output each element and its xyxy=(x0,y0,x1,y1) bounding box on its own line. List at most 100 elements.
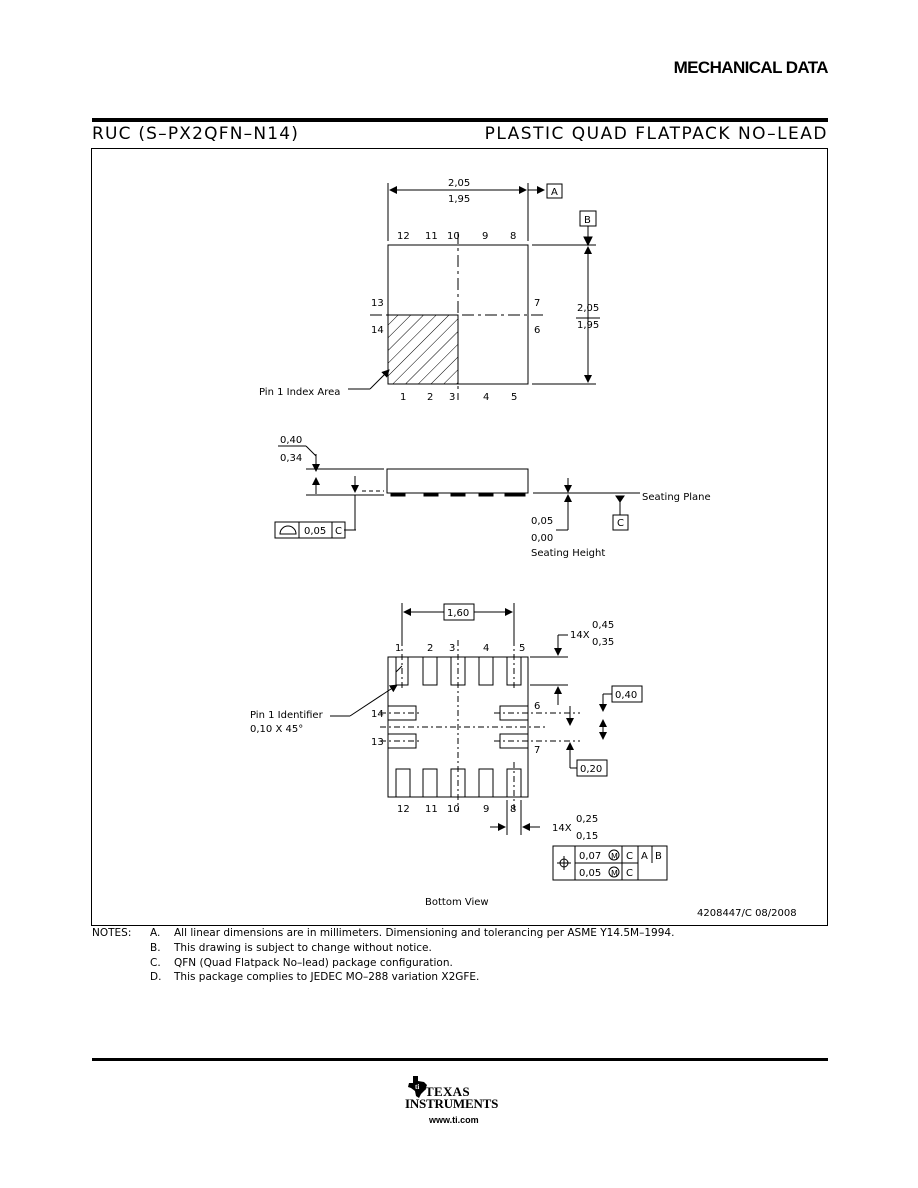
package-name: PLASTIC QUAD FLATPACK NO–LEAD xyxy=(484,124,828,144)
flatness-value: 0,05 xyxy=(304,526,326,537)
side-view-labels: 0,40 0,34 0,05 C 0,05 0,00 Seating Heigh… xyxy=(280,435,711,559)
fcf-modifier: M xyxy=(611,852,618,861)
side-view-body xyxy=(386,468,529,494)
note-text: QFN (Quad Flatpack No–lead) package conf… xyxy=(174,956,453,969)
notes: NOTES: A. All linear dimensions are in m… xyxy=(92,926,832,985)
ti-logo: ti TEXAS INSTRUMENTS www.ti.com xyxy=(405,1075,525,1129)
top-view xyxy=(348,183,600,400)
top-pin-label: 11 xyxy=(425,231,438,242)
note-text: This drawing is subject to change withou… xyxy=(174,941,432,954)
top-pin-label: 14 xyxy=(371,325,384,336)
bottom-pin-label: 11 xyxy=(425,804,438,815)
top-pin-label: 5 xyxy=(511,392,517,403)
datum-a-box xyxy=(546,183,563,199)
note-letter: A. xyxy=(150,927,161,939)
top-height-max: 2,05 xyxy=(577,303,599,314)
bottom-view-caption: Bottom View xyxy=(425,897,489,908)
datum-b-label: B xyxy=(584,215,591,226)
pin1-identifier-label: Pin 1 Identifier xyxy=(250,710,324,721)
bottom-pin-label: 13 xyxy=(371,737,384,748)
note-letter: B. xyxy=(150,941,161,954)
fcf-value: 0,07 xyxy=(579,851,601,862)
note-row: C. QFN (Quad Flatpack No–lead) package c… xyxy=(92,956,832,971)
flatness-datum: C xyxy=(335,526,342,537)
datum-c-box xyxy=(612,514,629,531)
top-width-min: 1,95 xyxy=(448,194,470,205)
bottom-pin-label: 5 xyxy=(519,643,525,654)
top-pin-label: 12 xyxy=(397,231,410,242)
datum-c-label: C xyxy=(617,518,624,529)
note-text: This package complies to JEDEC MO–288 va… xyxy=(174,971,480,984)
seating-height-label: Seating Height xyxy=(531,548,605,559)
top-pin-label: 7 xyxy=(534,298,540,309)
note-row: NOTES: A. All linear dimensions are in m… xyxy=(92,926,832,941)
pin1-identifier-size: 0,10 X 45° xyxy=(250,724,303,735)
bottom-pin-label: 1 xyxy=(395,643,401,654)
pad xyxy=(478,656,494,686)
ti-website-link[interactable]: www.ti.com xyxy=(429,1115,479,1125)
note-row: D. This package complies to JEDEC MO–288… xyxy=(92,970,832,985)
logo-instruments: INSTRUMENTS xyxy=(405,1096,499,1111)
note-text: All linear dimensions are in millimeters… xyxy=(174,927,675,939)
bottom-pin-label: 4 xyxy=(483,643,489,654)
pad xyxy=(506,768,522,798)
bottom-view-labels: 1,60 1 2 3 4 5 12 11 10 9 8 14 13 6 7 14… xyxy=(250,608,797,919)
top-rule xyxy=(92,118,828,122)
texas-state-icon: ti xyxy=(408,1076,427,1098)
bottom-pin-label: 2 xyxy=(427,643,433,654)
pad-length-min: 0,35 xyxy=(592,637,614,648)
pad-length-qty: 14X xyxy=(570,630,590,641)
seating-plane-label: Seating Plane xyxy=(642,492,711,503)
bottom-view xyxy=(330,603,668,881)
side-pitch-value: 0,20 xyxy=(580,764,602,775)
note-letter: D. xyxy=(150,971,162,984)
pitch-box xyxy=(611,685,643,703)
top-pin-label: 3 xyxy=(449,392,455,403)
bottom-pin-label: 6 xyxy=(534,701,540,712)
top-pin-label: 13 xyxy=(371,298,384,309)
top-pin-label: 10 xyxy=(447,231,460,242)
logo-texas: TEXAS xyxy=(425,1084,470,1099)
pad-width-max: 0,25 xyxy=(576,814,598,825)
top-width-max: 2,05 xyxy=(448,178,470,189)
pad xyxy=(422,768,438,798)
pad xyxy=(387,733,417,749)
drawing-reference: 4208447/C 08/2008 xyxy=(697,908,797,919)
pad-width-min: 0,15 xyxy=(576,831,598,842)
top-pin-label: 2 xyxy=(427,392,433,403)
top-pin-label: 4 xyxy=(483,392,489,403)
seat-min: 0,00 xyxy=(531,533,553,544)
pitch-span-box xyxy=(443,603,475,621)
pad xyxy=(478,768,494,798)
svg-text:ti: ti xyxy=(415,1083,419,1091)
fcf-value: 0,05 xyxy=(579,868,601,879)
note-letter: C. xyxy=(150,956,161,969)
position-tolerance-frame xyxy=(552,845,668,881)
flatness-frame xyxy=(274,521,346,539)
datum-a-label: A xyxy=(551,187,558,198)
bottom-pin-label: 10 xyxy=(447,804,460,815)
side-thick-min: 0,34 xyxy=(280,453,302,464)
bottom-pin-label: 8 xyxy=(510,804,516,815)
top-pin-label: 8 xyxy=(510,231,516,242)
side-view xyxy=(274,445,640,539)
bottom-pin-label: 12 xyxy=(397,804,410,815)
pitch-span-value: 1,60 xyxy=(447,608,469,619)
top-view-labels: 2,05 1,95 A B 2,05 1,95 12 11 10 9 8 1 2… xyxy=(259,178,599,403)
top-height-min: 1,95 xyxy=(577,320,599,331)
side-pitch-box xyxy=(576,759,608,777)
fcf-datum: A xyxy=(641,851,648,862)
bottom-pin-label: 3 xyxy=(449,643,455,654)
seat-max: 0,05 xyxy=(531,516,553,527)
bottom-pin-label: 14 xyxy=(371,709,384,720)
pitch-value: 0,40 xyxy=(615,690,637,701)
drawing-frame xyxy=(91,148,828,926)
top-pin-label: 6 xyxy=(534,325,540,336)
pin1-index-label: Pin 1 Index Area xyxy=(259,387,340,398)
pad xyxy=(395,768,411,798)
pad-length-max: 0,45 xyxy=(592,620,614,631)
top-pin-label: 9 xyxy=(482,231,488,242)
fcf-modifier: M xyxy=(611,869,618,878)
pad-width-qty: 14X xyxy=(552,823,572,834)
